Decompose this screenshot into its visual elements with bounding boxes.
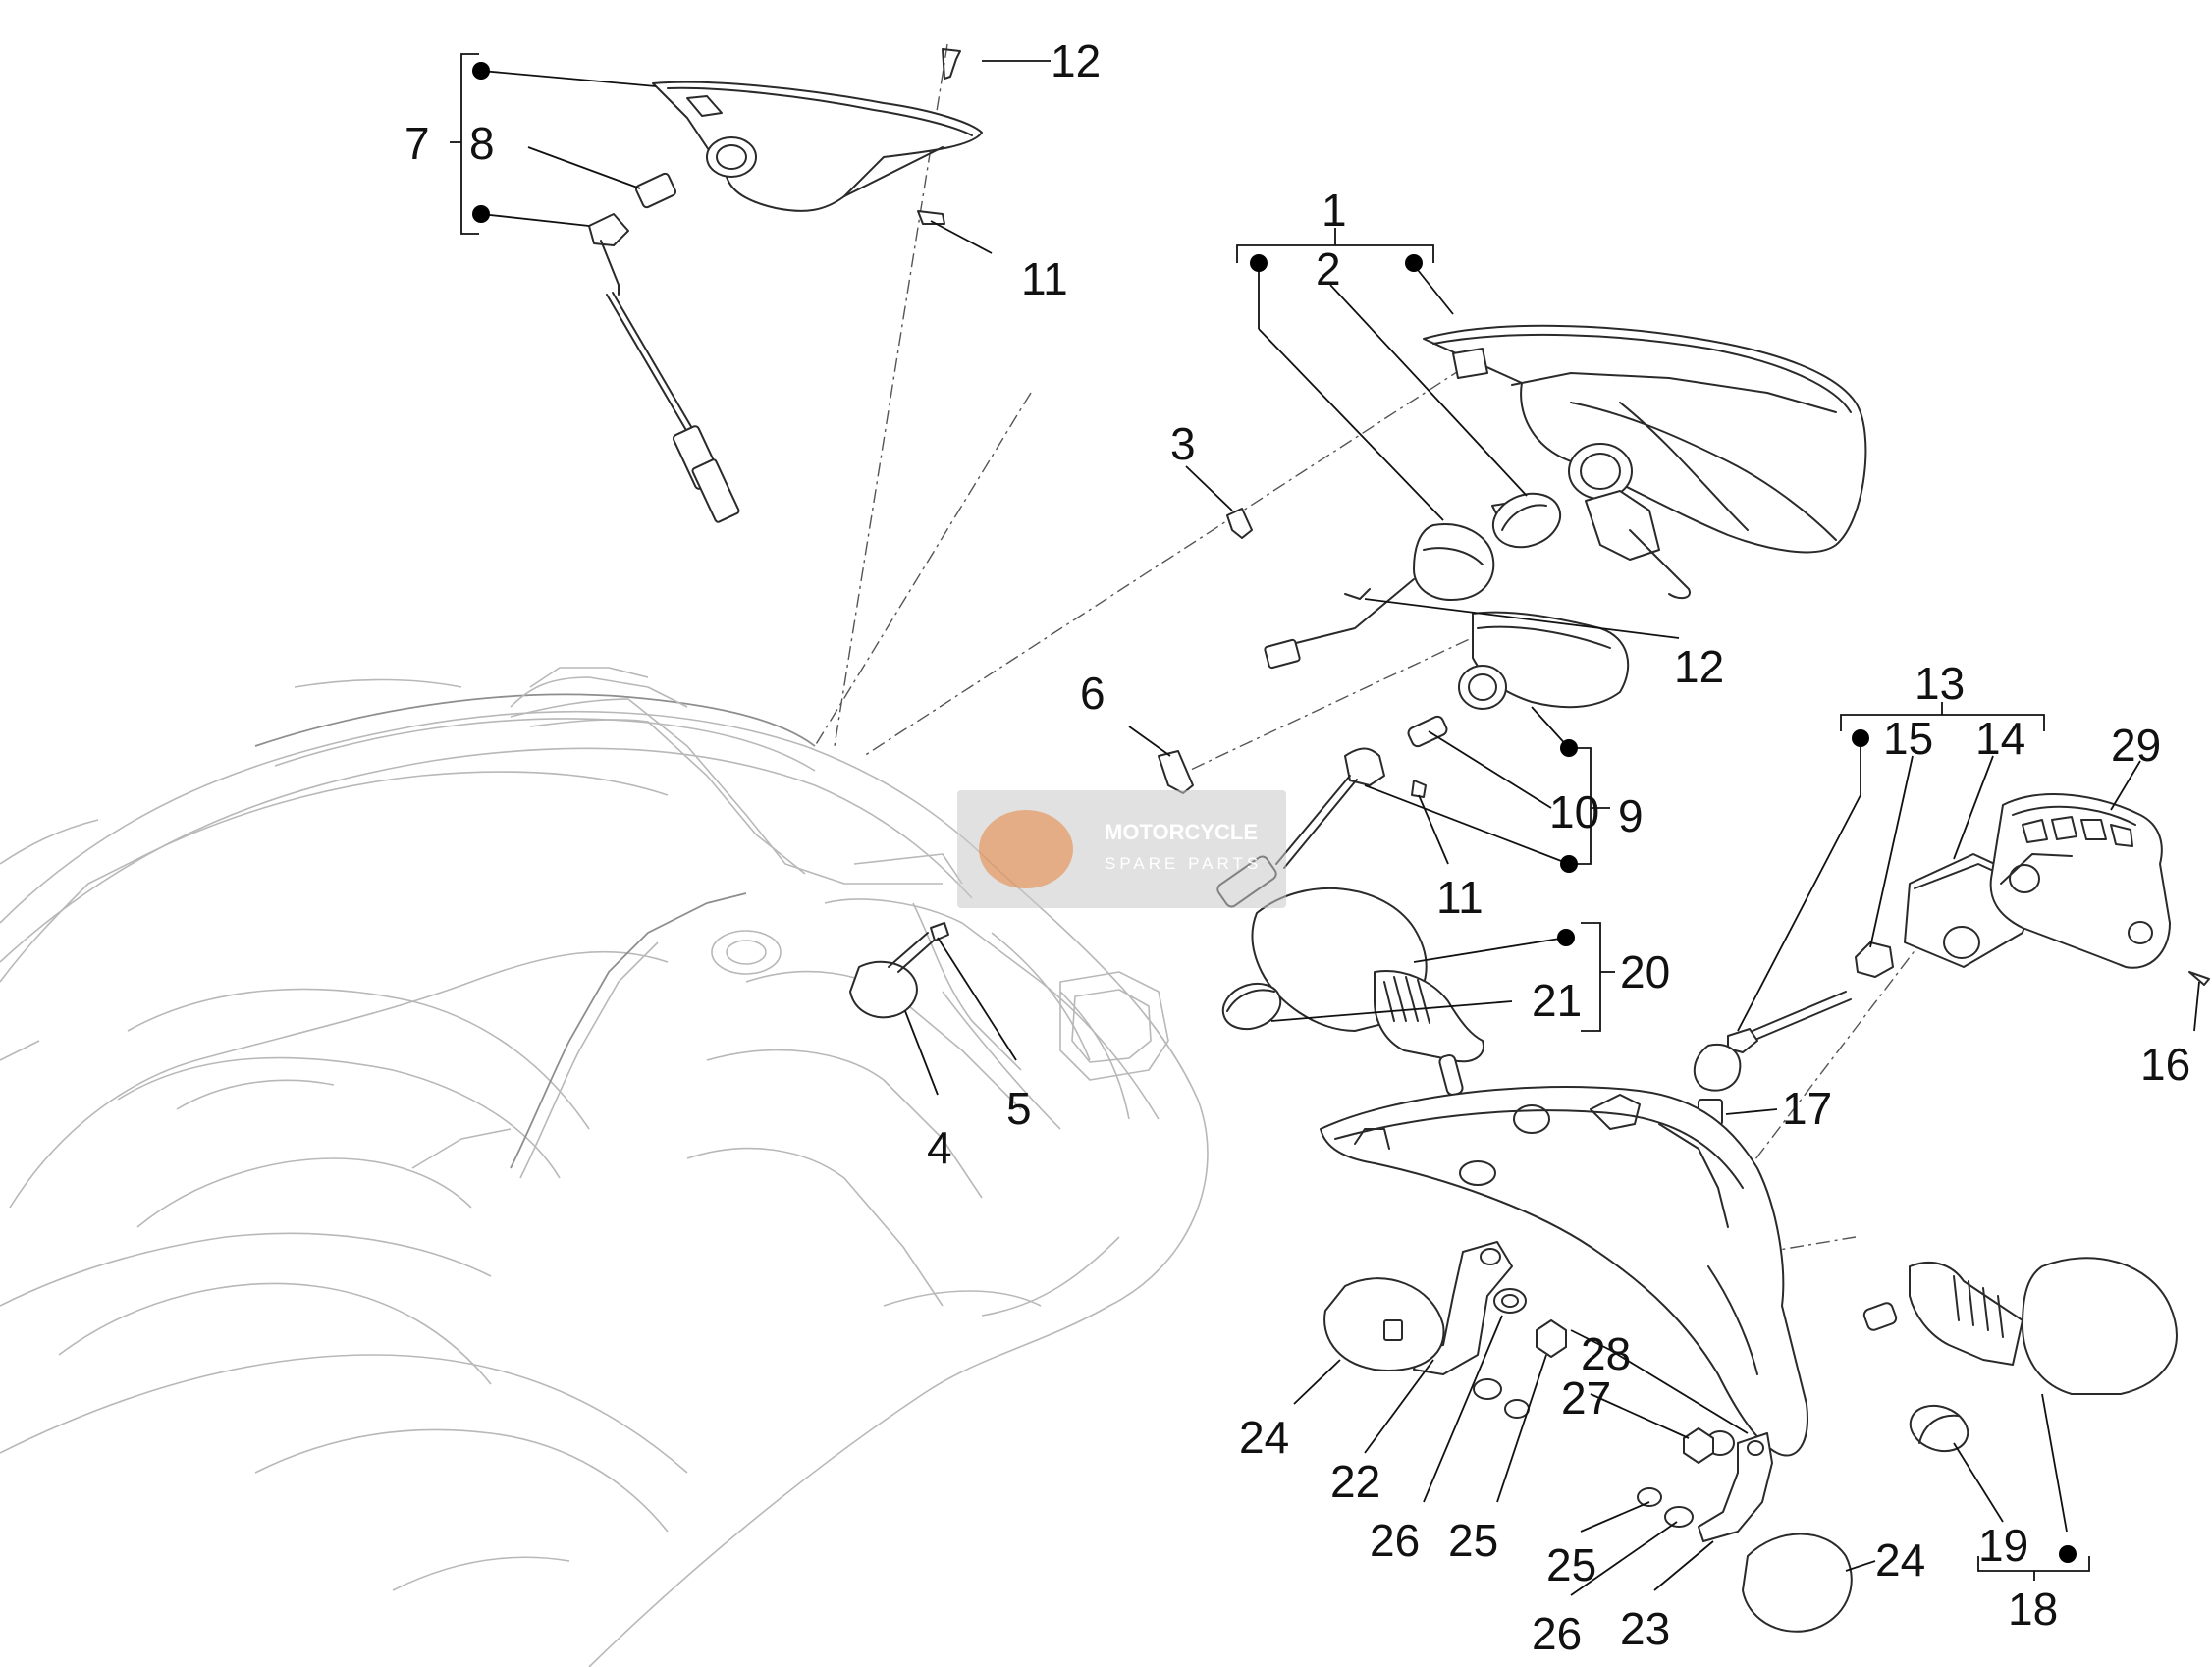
turn-signal-right <box>1862 1257 2178 1453</box>
callout-25-left: 25 <box>1448 1515 1498 1566</box>
turn-signal-assembly-upper <box>588 48 983 523</box>
callout-24-left: 24 <box>1239 1412 1289 1463</box>
callout-28: 28 <box>1581 1328 1631 1379</box>
callout-19: 19 <box>1978 1520 2028 1571</box>
callout-15: 15 <box>1883 713 1933 764</box>
watermark-line1: MOTORCYCLE <box>1105 820 1258 844</box>
rear-light-housing <box>1989 793 2210 986</box>
callout-12-mid: 12 <box>1674 641 1724 692</box>
callout-21: 21 <box>1532 975 1582 1026</box>
callout-2: 2 <box>1316 243 1341 295</box>
rear-fender-and-brackets <box>1320 1085 1853 1633</box>
assembly-dots <box>472 62 2077 1563</box>
tail-light-assembly <box>1226 324 1867 670</box>
callout-24-right: 24 <box>1875 1534 1925 1586</box>
callout-29: 29 <box>2111 720 2161 771</box>
callout-26-left: 26 <box>1370 1515 1420 1566</box>
callout-3: 3 <box>1170 418 1196 469</box>
callout-20: 20 <box>1620 946 1670 997</box>
callout-27: 27 <box>1561 1372 1611 1424</box>
callout-5: 5 <box>1006 1083 1032 1134</box>
callout-10: 10 <box>1549 786 1599 837</box>
callout-17: 17 <box>1782 1083 1832 1134</box>
leader-lines <box>450 53 2200 1596</box>
callout-25-right: 25 <box>1546 1539 1596 1590</box>
callout-9: 9 <box>1618 790 1644 841</box>
license-plate-light <box>1693 853 2038 1126</box>
callout-23: 23 <box>1620 1603 1670 1654</box>
callout-13: 13 <box>1915 658 1965 709</box>
callout-6: 6 <box>1080 668 1106 719</box>
callout-11-mid: 11 <box>1436 872 1484 923</box>
turn-signal-center <box>849 887 1484 1097</box>
watermark-line2: SPARE PARTS <box>1105 854 1262 873</box>
callout-14: 14 <box>1975 713 2025 764</box>
callout-26-right: 26 <box>1532 1608 1582 1659</box>
callout-12-top: 12 <box>1051 35 1101 86</box>
callout-16: 16 <box>2140 1039 2190 1090</box>
callout-1: 1 <box>1322 185 1347 236</box>
callout-7: 7 <box>405 118 430 169</box>
callout-8: 8 <box>469 118 495 169</box>
watermark: MOTORCYCLE SPARE PARTS <box>957 790 1286 908</box>
callout-11-top: 11 <box>1021 253 1068 304</box>
callout-4: 4 <box>927 1122 952 1173</box>
callout-labels: 1 2 3 4 5 6 7 8 9 10 11 11 12 12 13 14 1… <box>405 35 2190 1659</box>
callout-22: 22 <box>1330 1456 1380 1507</box>
callout-18: 18 <box>2008 1584 2058 1635</box>
assembly-guide-lines <box>814 43 1974 1258</box>
